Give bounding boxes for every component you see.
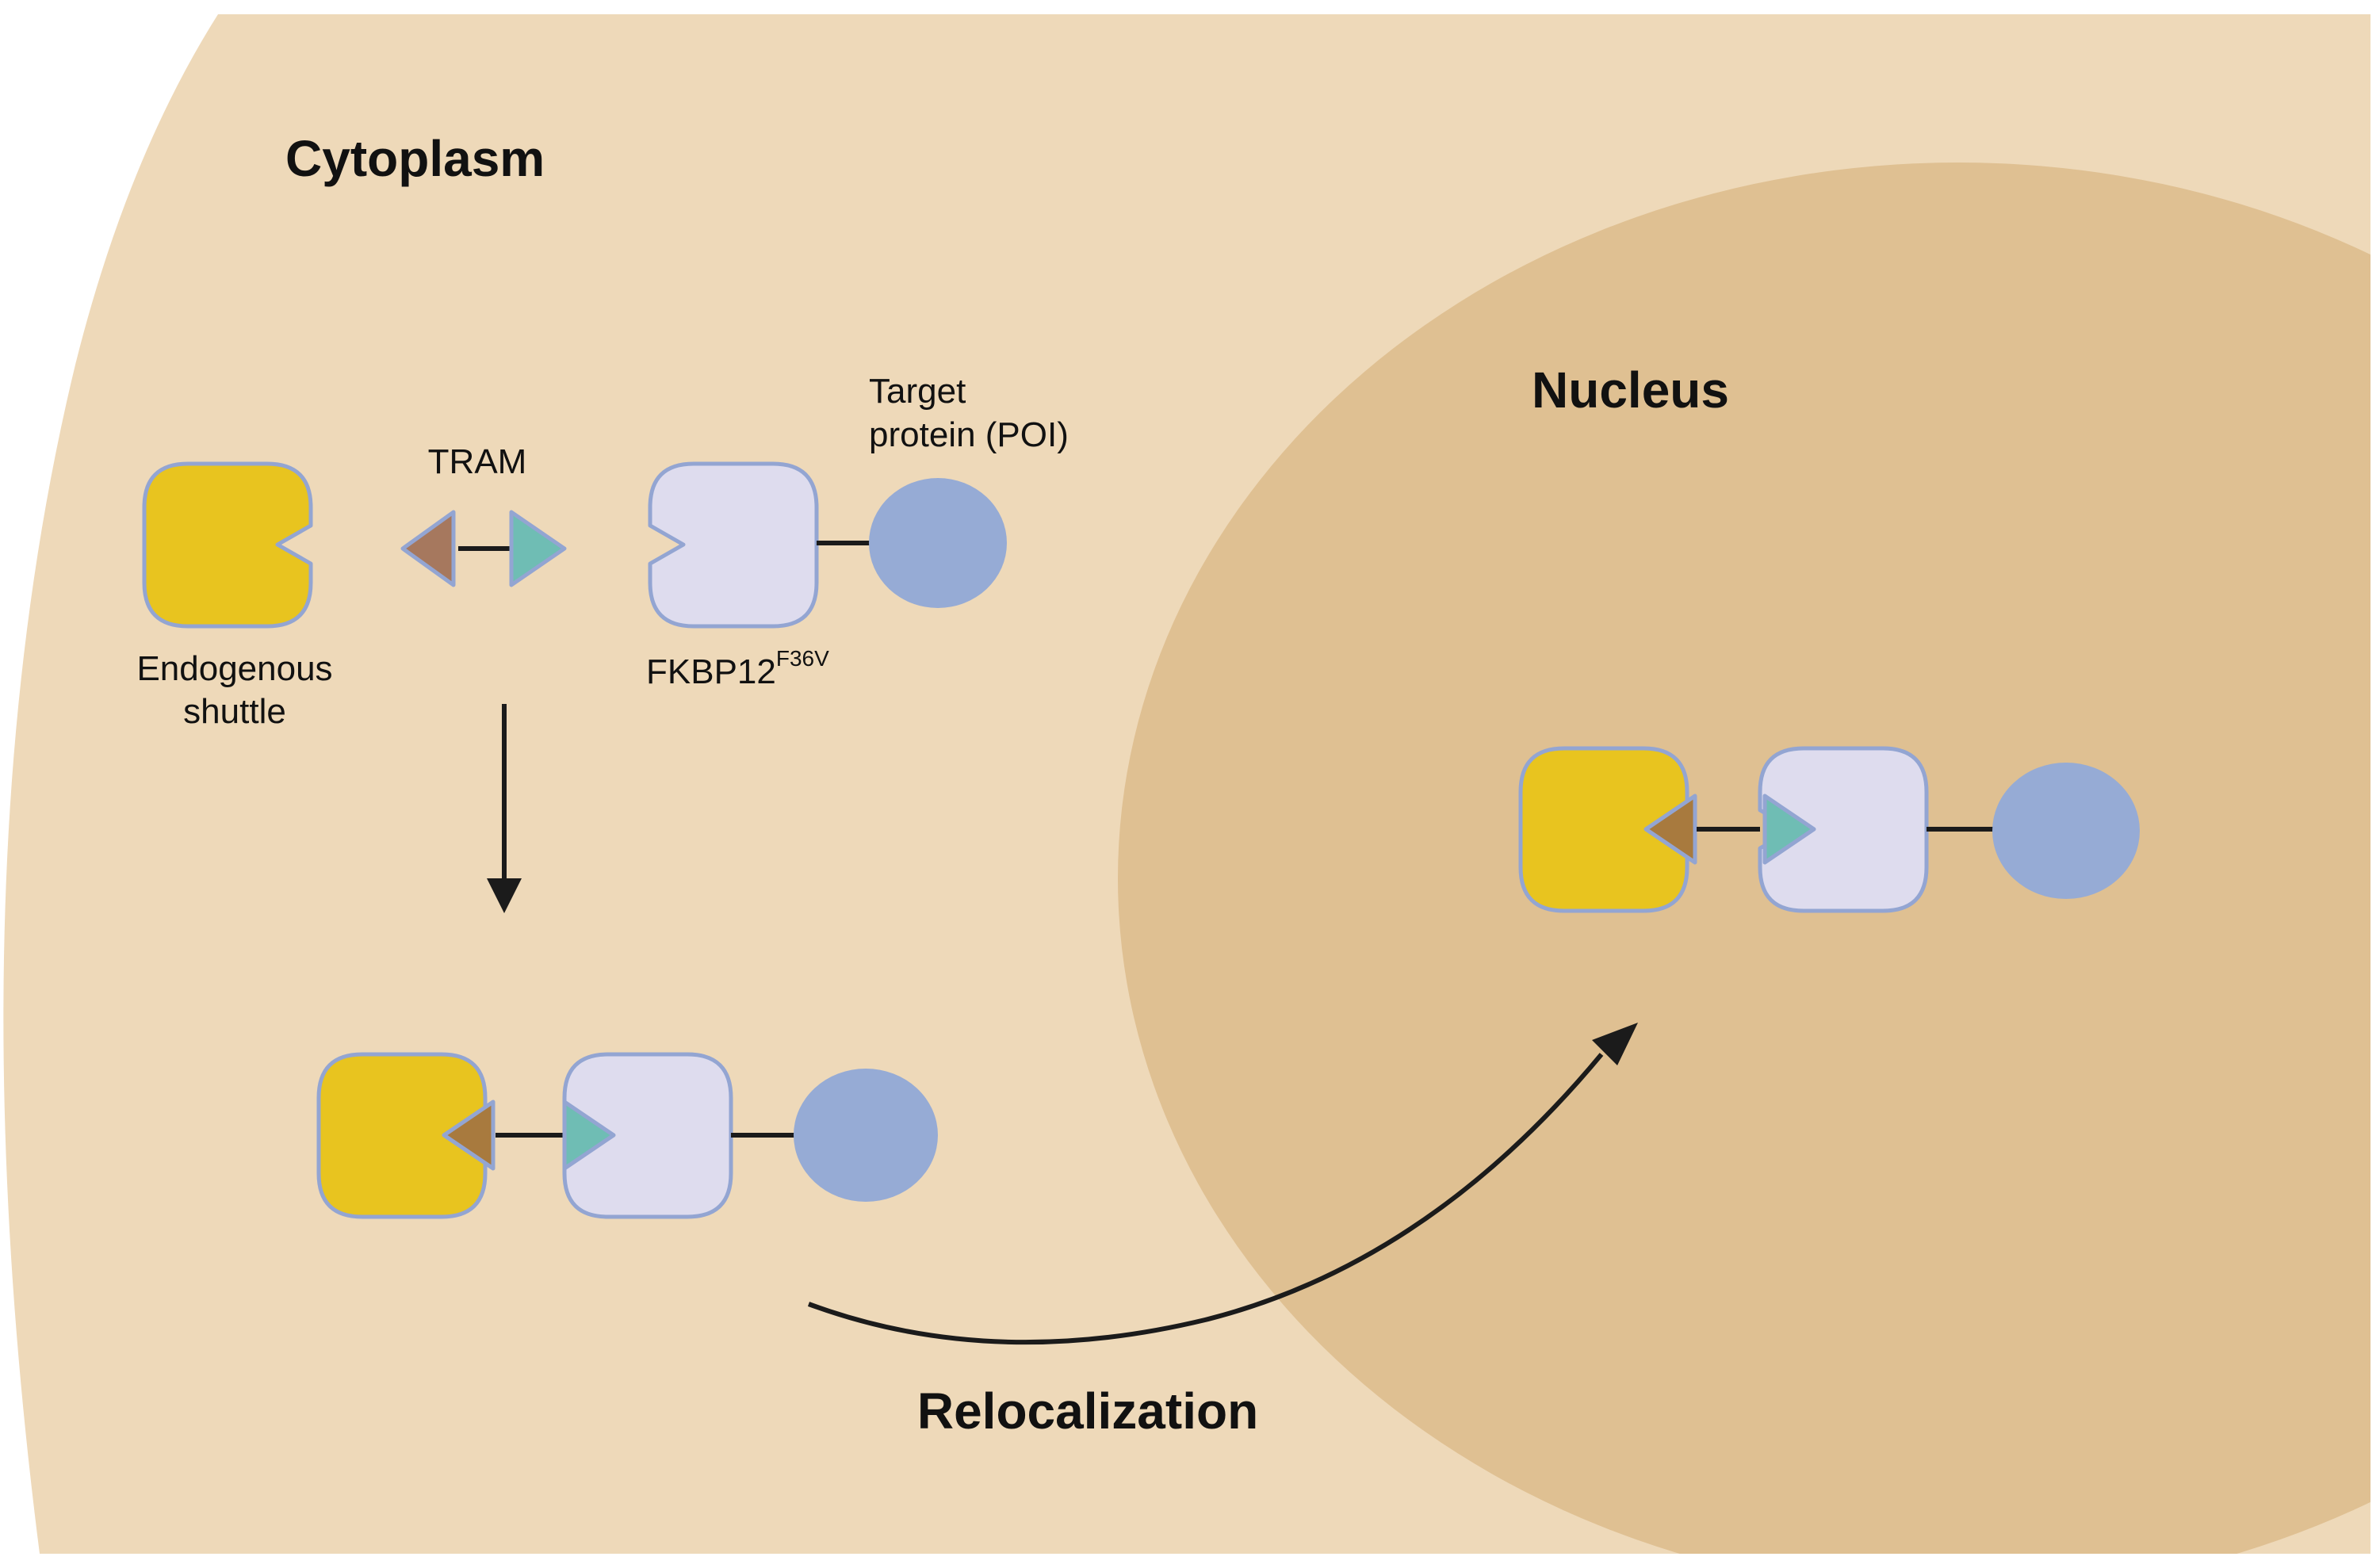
target-protein-poi <box>869 478 1007 608</box>
tram-teal-triangle <box>509 510 567 587</box>
cytoplasm-label: Cytoplasm <box>285 130 545 187</box>
nucleus-region <box>1118 163 2371 1554</box>
nuclear-poi <box>1992 763 2140 899</box>
binding-arrow <box>487 704 522 913</box>
complex-poi <box>794 1069 938 1202</box>
endogenous-shuttle-label-line2: shuttle <box>183 692 286 731</box>
complex-teal-triangle <box>562 1100 616 1171</box>
tram-label: TRAM <box>428 442 527 481</box>
target-protein-label-line2: protein (POI) <box>869 415 1069 454</box>
relocalization-arrow <box>807 1023 1638 1345</box>
fkbp12-label: FKBP12F36V <box>646 646 829 691</box>
tram-brown-triangle <box>400 510 456 587</box>
endogenous-shuttle-label-line1: Endogenous <box>136 649 332 688</box>
relocalization-label: Relocalization <box>917 1383 1258 1440</box>
nuclear-ternary-complex <box>1521 748 2140 911</box>
target-protein-label-line1: Target <box>869 372 966 411</box>
nuclear-brown-triangle <box>1643 794 1697 865</box>
cytoplasm-ternary-complex <box>319 1054 938 1217</box>
nucleus-label: Nucleus <box>1532 361 1729 419</box>
nuclear-teal-triangle <box>1762 794 1816 865</box>
tram-ligand <box>400 510 567 587</box>
complex-brown-triangle <box>442 1100 496 1171</box>
